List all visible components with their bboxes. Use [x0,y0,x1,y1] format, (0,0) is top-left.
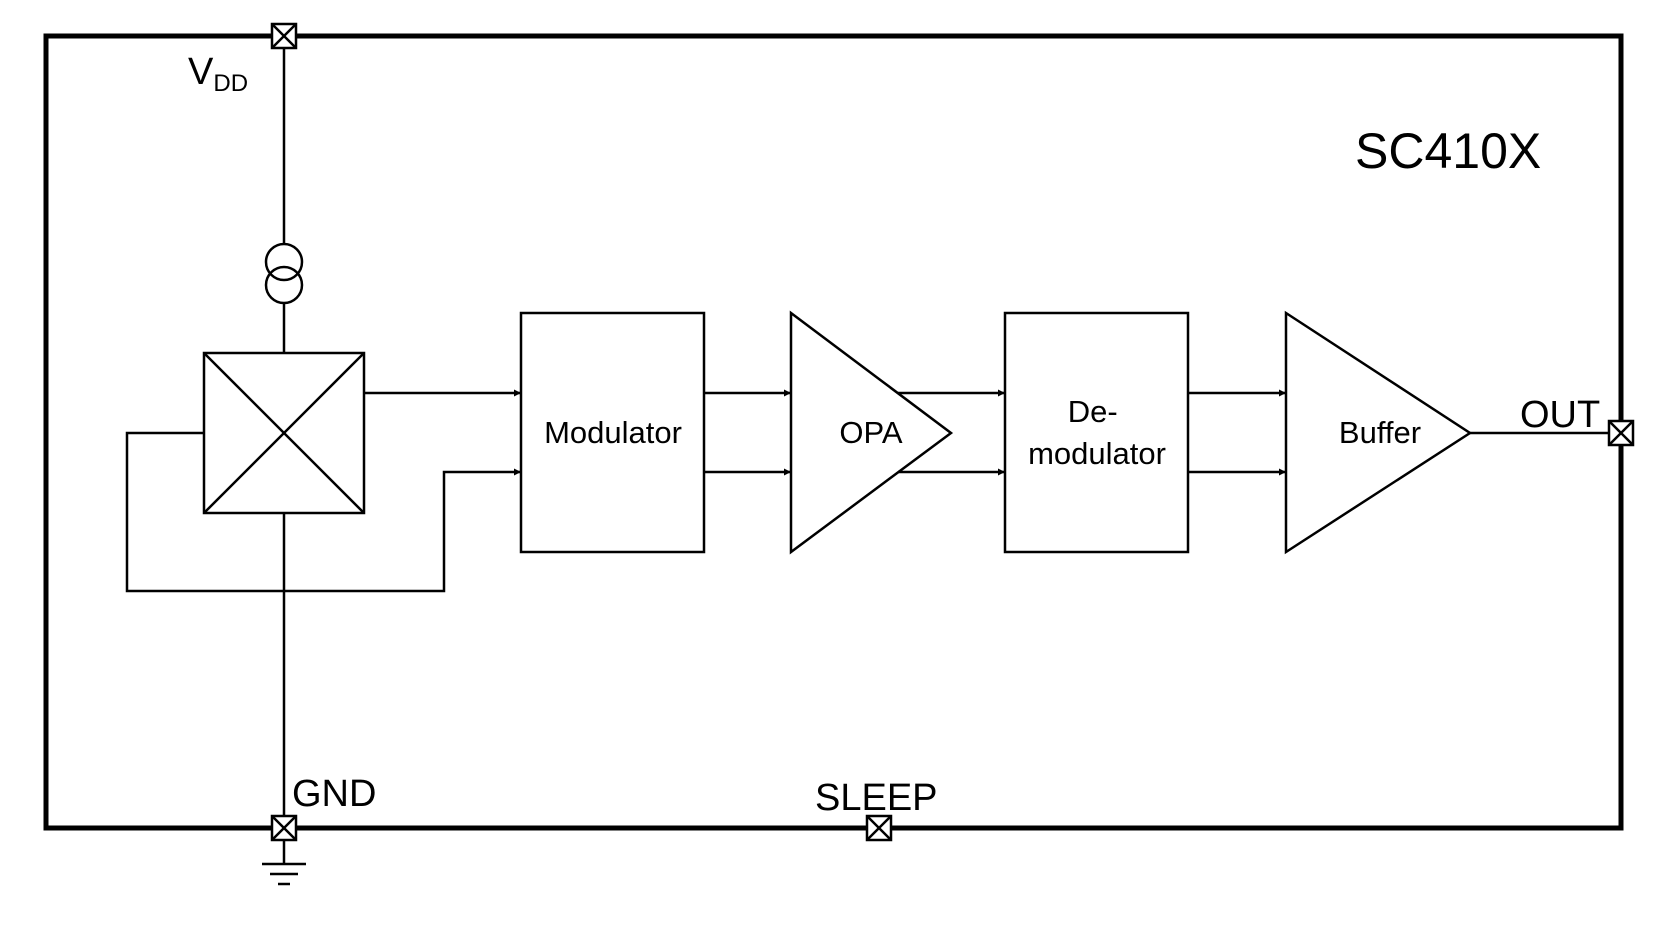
current-source-symbol [264,242,304,282]
sleep-pin [865,814,893,842]
gnd-pin [270,814,298,842]
buffer-amplifier [1284,310,1473,555]
demodulator-block [1003,311,1190,554]
modulator-block [519,311,706,554]
out-pin [1607,419,1635,447]
opa-amplifier [789,310,954,555]
vdd-supply [264,36,304,353]
sleep-pin-label: SLEEP [815,777,938,819]
vdd-pin [270,22,298,50]
modulator-label: Modulator [544,415,682,450]
sensor-feedback-wire [125,431,521,593]
gnd-pin-label: GND [292,773,376,815]
buffer-label: Buffer [1339,415,1421,450]
hall-sensor-element [202,351,366,515]
vdd-pin-label: VDD [188,51,248,97]
chip-title: SC410X [1355,123,1541,179]
out-pin-label: OUT [1520,394,1600,436]
opa-label: OPA [839,415,902,450]
demodulator-label: De- modulator [1028,394,1166,471]
ground-symbol [262,840,306,886]
